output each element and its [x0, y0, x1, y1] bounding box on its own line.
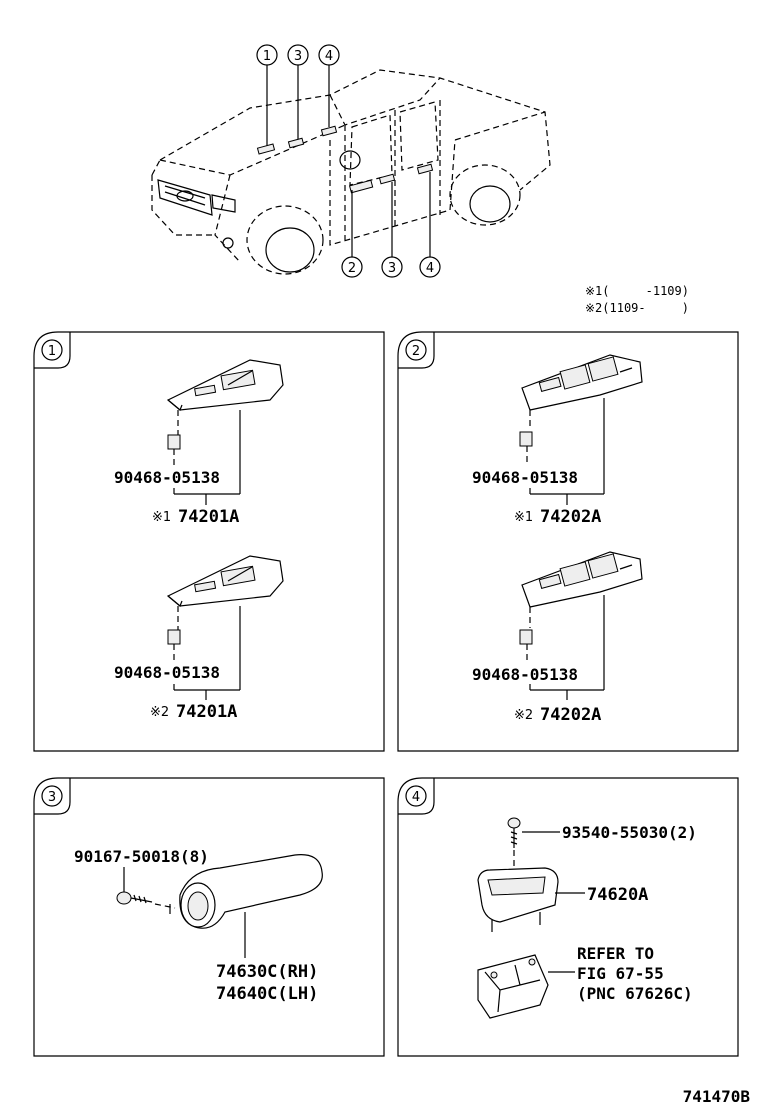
note-mark: ※1 [152, 510, 171, 525]
callout-number: 4 [426, 261, 434, 276]
panel-1: 1 90468-05138 ※1 74201A [33, 331, 385, 752]
switch-bezel-drawing [521, 551, 643, 608]
overview-bottom-callouts: 2 3 4 [341, 172, 441, 278]
note-2: ※2(1109- ) [585, 301, 689, 315]
switch-bezel-drawing [521, 354, 643, 411]
part-number: 74620A [587, 885, 648, 905]
callout-number: 2 [348, 261, 356, 276]
panel-4: 4 93540-55030(2) 74620A REFER TO FIG 67-… [397, 777, 739, 1057]
pocket-bezel-drawing [477, 867, 559, 932]
bracket-drawing [477, 954, 549, 1019]
switch-bezel-drawing [166, 359, 284, 411]
panel-callout: 3 [48, 790, 56, 805]
part-number: 74201A [176, 702, 237, 722]
part-number-lh: 74640C(LH) [216, 984, 318, 1004]
switch-bezel-drawing [166, 555, 284, 607]
callout-circle [341, 256, 363, 278]
part-number: 74202A [540, 705, 601, 725]
clip-icon [167, 629, 181, 645]
clip-icon [519, 431, 533, 447]
screw-part-number: 93540-55030(2) [562, 823, 697, 842]
note-mark: ※2 [514, 708, 533, 723]
clip-part-number: 90468-05138 [114, 663, 220, 682]
refer-line-3: (PNC 67626C) [577, 984, 693, 1003]
clip-icon [167, 434, 181, 450]
part-number-rh: 74630C(RH) [216, 962, 318, 982]
callout-number: 4 [325, 49, 333, 64]
screw-icon [116, 891, 153, 905]
note-1: ※1( -1109) [585, 284, 689, 298]
clip-part-number: 90468-05138 [472, 665, 578, 684]
clip-part-number: 90468-05138 [114, 468, 220, 487]
panel-callout: 4 [412, 790, 420, 805]
callout-circle [419, 256, 441, 278]
screw-part-number: 90167-50018(8) [74, 847, 209, 866]
part-number: 74201A [178, 507, 239, 527]
panel-2: 2 90468-05138 ※1 74202A [397, 331, 739, 752]
refer-line-2: FIG 67-55 [577, 964, 664, 983]
clip-part-number: 90468-05138 [472, 468, 578, 487]
callout-number: 1 [263, 49, 271, 64]
note-mark: ※1 [514, 510, 533, 525]
part-number: 74202A [540, 507, 601, 527]
callout-circle [381, 256, 403, 278]
overview-top-callouts: 1 3 4 [256, 44, 340, 146]
refer-line-1: REFER TO [577, 944, 654, 963]
panel-callout: 2 [412, 344, 420, 359]
truck-illustration [151, 69, 551, 275]
clip-icon [519, 629, 533, 645]
figure-code: 741470B [683, 1087, 751, 1106]
door-pull-handle-drawing [179, 854, 323, 929]
panel-3: 3 90167-50018(8) 74630C(RH) 74640C(LH) [33, 777, 385, 1057]
callout-number: 3 [294, 49, 302, 64]
note-mark: ※2 [150, 705, 169, 720]
callout-number: 3 [388, 261, 396, 276]
panel-callout: 1 [48, 344, 56, 359]
screw-icon [507, 817, 521, 848]
